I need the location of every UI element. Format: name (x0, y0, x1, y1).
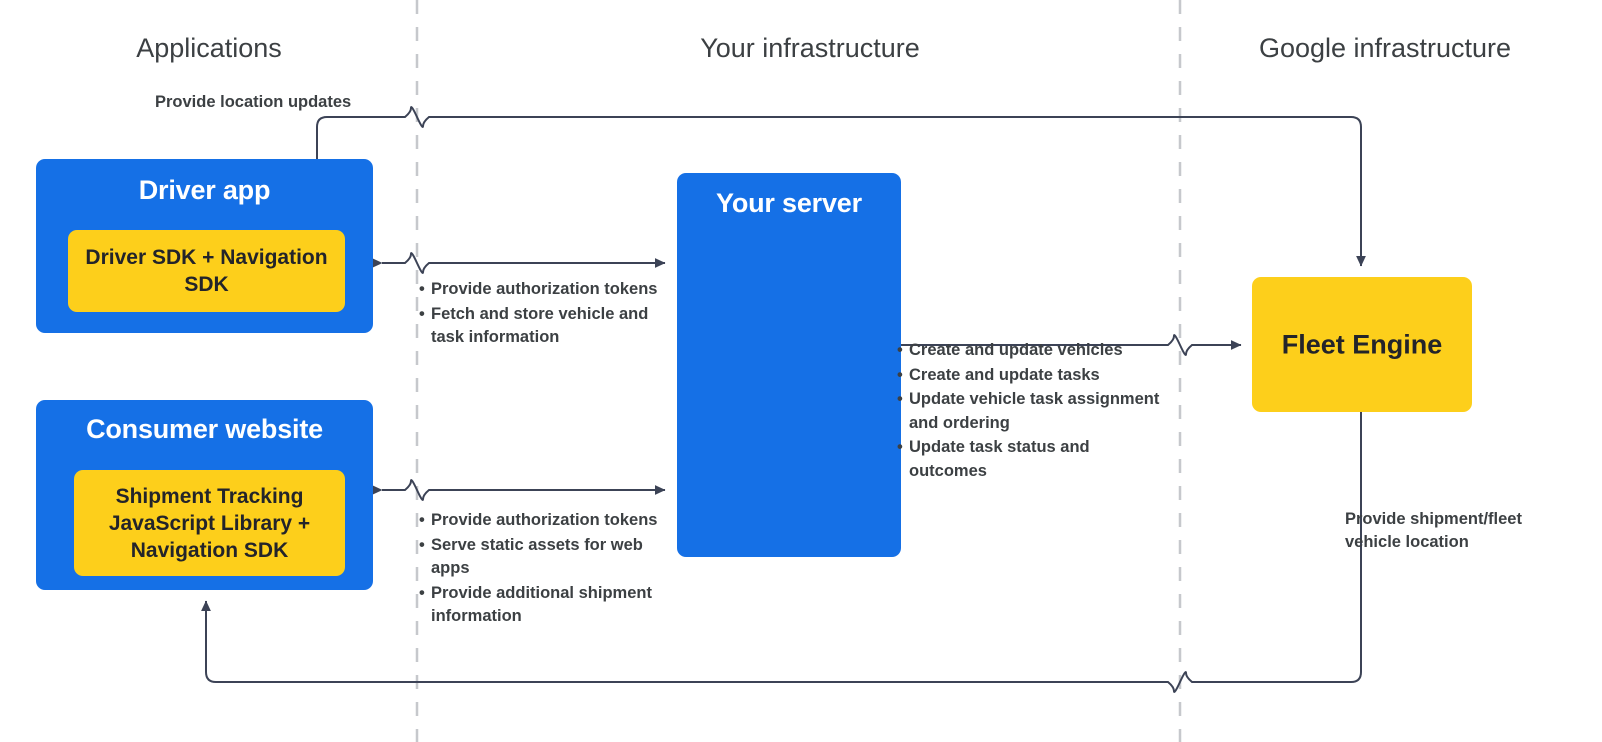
connector-fleet-consumer (201, 412, 1362, 693)
connector-consumer-server (372, 479, 666, 501)
annotation-location-updates: Provide location updates (155, 93, 352, 111)
node-consumer-website[interactable]: Consumer website Shipment Tracking JavaS… (36, 400, 373, 590)
connector-driver-server (372, 252, 666, 274)
list-item: Provide authorization tokens (419, 278, 669, 302)
list-item: Provide additional shipment information (419, 582, 669, 629)
lane-title-applications: Applications (136, 33, 282, 63)
connector-server-fleet (881, 334, 1242, 356)
chip-shipment-tracking[interactable]: Shipment Tracking JavaScript Library + N… (74, 470, 345, 576)
connector-location-updates (316, 106, 1366, 267)
lane-title-your-infrastructure: Your infrastructure (700, 33, 920, 63)
list-item: Create and update tasks (897, 364, 1162, 388)
node-driver-app[interactable]: Driver app Driver SDK + Navigation SDK (36, 159, 373, 333)
node-your-server[interactable]: Your server (677, 173, 901, 557)
list-item: Update vehicle task assignment and order… (897, 388, 1162, 435)
annotation-server-fleet-bullets: Create and update vehicles Create and up… (897, 339, 1162, 484)
list-item: Serve static assets for web apps (419, 534, 669, 581)
annotation-consumer-server-bullets: Provide authorization tokens Serve stati… (419, 509, 669, 630)
your-server-title: Your server (716, 188, 862, 218)
list-item: Provide authorization tokens (419, 509, 669, 533)
chip-shipment-tracking-label: Shipment Tracking JavaScript Library + N… (108, 484, 311, 562)
consumer-website-title: Consumer website (86, 414, 323, 444)
node-fleet-engine[interactable]: Fleet Engine (1252, 277, 1472, 412)
chip-driver-sdk[interactable]: Driver SDK + Navigation SDK (68, 230, 345, 312)
lane-title-google-infrastructure: Google infrastructure (1258, 33, 1512, 63)
annotation-driver-server-bullets: Provide authorization tokens Fetch and s… (419, 278, 669, 351)
chip-driver-sdk-label: Driver SDK + Navigation SDK (85, 246, 328, 296)
list-item: Create and update vehicles (897, 339, 1162, 363)
list-item: Update task status and outcomes (897, 436, 1162, 483)
list-item: Fetch and store vehicle and task informa… (419, 303, 669, 350)
fleet-engine-title: Fleet Engine (1281, 329, 1443, 359)
driver-app-title: Driver app (138, 175, 271, 205)
annotation-shipment-fleet-location: Provide shipment/fleet vehicle location (1345, 510, 1522, 551)
